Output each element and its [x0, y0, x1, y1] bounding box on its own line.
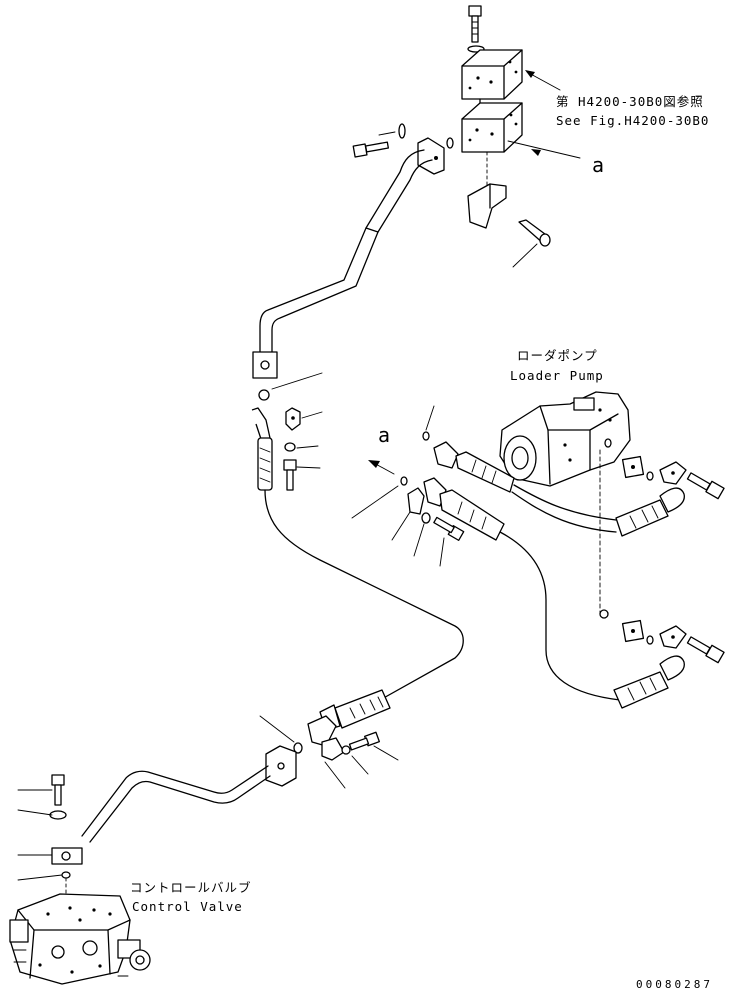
pump-bolt-1	[686, 472, 725, 500]
long-hose	[264, 489, 464, 701]
drawing-code: 00080287	[636, 978, 713, 991]
top-bolt	[468, 5, 482, 43]
pump-bolt-2	[686, 636, 725, 664]
pump-oring-a	[422, 431, 430, 441]
cv-pipe-flange	[51, 847, 83, 865]
pump-flange-1	[621, 455, 645, 479]
upper-pipe	[259, 149, 433, 353]
loader-pump	[499, 391, 631, 487]
pipe-end-flange	[252, 351, 278, 379]
lower-split-flange-a	[307, 715, 337, 747]
pump-hose-fitting-1	[433, 441, 515, 493]
pump-hose-end-2	[613, 655, 685, 709]
bracket-bolt	[518, 219, 551, 247]
reference-label-japanese: 第 H4200-30B0図参照	[556, 94, 704, 109]
cv-bolt	[51, 774, 65, 806]
upper-oring	[446, 137, 454, 149]
left-washer	[284, 442, 296, 452]
upper-pipe-flange	[417, 137, 445, 175]
upper-washer	[398, 123, 406, 139]
reference-label-english: See Fig.H4200-30B0	[556, 113, 710, 128]
lower-pipe	[81, 765, 271, 843]
long-pump-hose	[499, 531, 621, 701]
mid-bolt	[433, 516, 465, 541]
pump-oring-c	[646, 471, 654, 481]
mid-split-flange	[407, 487, 425, 515]
lower-bolt	[348, 731, 380, 751]
left-hose-fitting	[251, 407, 273, 491]
mid-oring	[400, 476, 408, 486]
lower-washer	[341, 745, 351, 755]
reference-letter-mid: a	[378, 423, 391, 447]
oring-left	[258, 389, 270, 401]
upper-pipe-bolt	[352, 141, 390, 158]
pump-hose-end-1	[615, 487, 685, 537]
mid-washer	[421, 512, 431, 524]
loader-pump-label-japanese: ローダポンプ	[517, 348, 598, 363]
mounting-bracket	[467, 183, 507, 229]
lower-oring	[293, 742, 303, 754]
reference-letter-top: a	[592, 153, 605, 177]
pump-flange-2	[621, 619, 645, 643]
lower-pipe-flange	[265, 745, 297, 787]
left-bolt	[283, 459, 297, 491]
pump-oring-d	[599, 609, 609, 619]
loader-pump-label-english: Loader Pump	[510, 368, 604, 383]
pump-oring-e	[646, 635, 654, 645]
pump-clamp-1	[659, 461, 687, 485]
control-valve-label-english: Control Valve	[132, 899, 243, 914]
upper-valve-block	[461, 49, 523, 100]
lower-split-flange-b	[321, 737, 345, 761]
pump-oring-b	[604, 438, 612, 448]
mid-hose-fitting	[423, 477, 505, 541]
lower-valve-block	[461, 102, 523, 153]
cv-oring	[61, 871, 71, 879]
control-valve-label-japanese: コントロールバルブ	[130, 880, 252, 895]
left-split-flange	[285, 407, 301, 431]
control-valve-body	[9, 893, 151, 985]
pump-clamp-2	[659, 625, 687, 649]
